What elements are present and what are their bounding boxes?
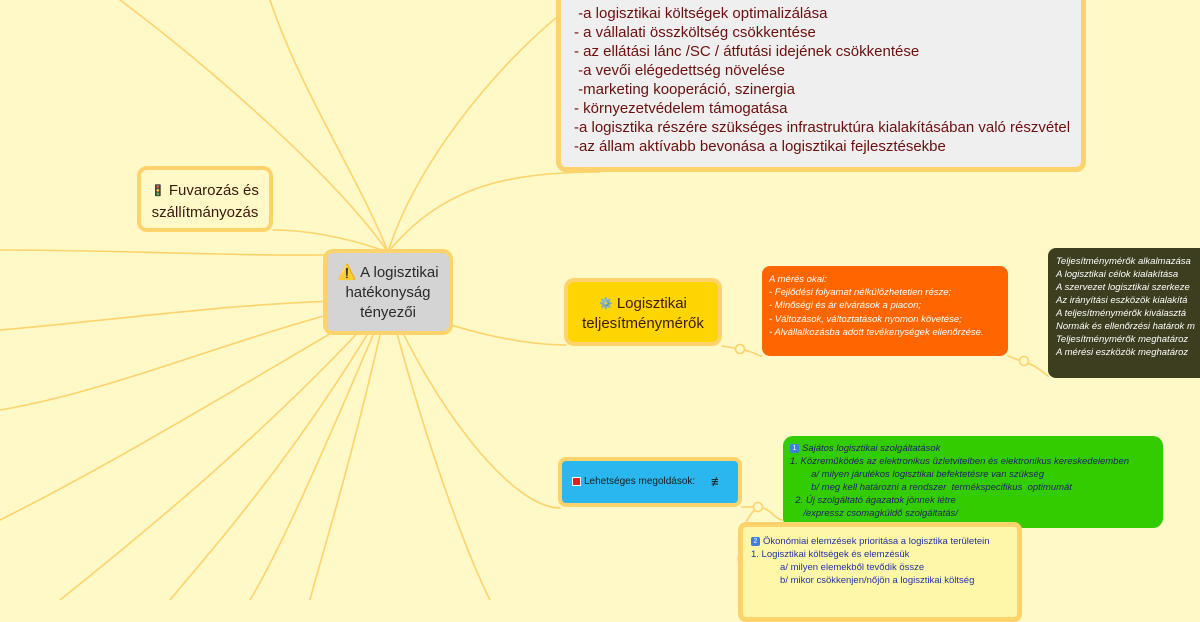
note-icon[interactable]: ≢ xyxy=(711,474,724,489)
warning-icon: ⚠️ xyxy=(337,264,357,282)
goal-line: -a logisztika részére szükséges infrastr… xyxy=(574,119,1071,136)
collapse-handle-lm xyxy=(752,501,764,513)
tm-line-1: teljesítménymérők xyxy=(582,315,704,333)
fuvarozas-node[interactable]: 🚦Fuvarozás és szállítmányozás xyxy=(137,166,273,232)
number-badge-icon: 1 xyxy=(790,443,799,453)
fuvar-line-1: szállítmányozás xyxy=(151,203,259,221)
sajatos-line: Sajátos logisztikai szolgáltatások xyxy=(802,443,941,454)
red-square-icon xyxy=(572,476,581,486)
okon-line: Ökonómiai elemzések prioritása a logiszt… xyxy=(763,536,990,547)
sajatos-line: a/ milyen járulékos logisztikai befektet… xyxy=(790,469,1044,480)
okon-line: 1. Logisztikai költségek és elemzésük xyxy=(751,549,910,560)
alk-line: Teljesítménymérők alkalmazása xyxy=(1056,256,1191,267)
alk-line: Az irányítási eszközök kialakítá xyxy=(1056,295,1188,306)
goal-line: -az állam aktívabb bevonása a logisztika… xyxy=(574,138,946,155)
meres-okai-node[interactable]: A mérés okai: - Fejlődési folyamat nélkü… xyxy=(762,266,1008,356)
traffic-light-icon: 🚦 xyxy=(151,184,165,197)
meres-line: - Változások, változtatások nyomon követ… xyxy=(769,313,962,325)
goal-line: -a logisztikai költségek optimalizálása xyxy=(574,5,828,22)
sajatos-line: 1. Közreműködés az elektronikus üzletvit… xyxy=(790,456,1130,467)
tm-line-0: Logisztikai xyxy=(616,295,687,312)
meres-line: - Fejlődési folyamat nélkülözhetetlen ré… xyxy=(769,287,952,299)
alk-line: A mérési eszközök meghatároz xyxy=(1056,347,1189,358)
collapse-handle-tm xyxy=(734,343,746,355)
central-line-0: A logisztikai xyxy=(360,264,439,281)
alk-line: A szervezet logisztikai szerkeze xyxy=(1056,282,1190,293)
collapse-handle-meres xyxy=(1018,355,1030,367)
lehetseges-megoldasok-node[interactable]: Lehetséges megoldások: ≢ xyxy=(558,457,742,507)
meres-line: - Alvállalkozásba adott tevékenységek el… xyxy=(769,326,984,338)
number-badge-icon: 2 xyxy=(751,536,760,546)
goal-line: -marketing kooperáció, szinergia xyxy=(574,81,795,98)
goal-line: - környezetvédelem támogatása xyxy=(574,100,788,117)
sajatos-line: b/ meg kell határozni a rendszer terméks… xyxy=(790,482,1072,493)
goal-line: - a vállalati összköltség csökkentése xyxy=(574,24,816,41)
gear-icon: ⚙️ xyxy=(599,298,613,311)
meres-line: - Minőségi és ár elvárások a piacon; xyxy=(769,300,922,312)
goal-line: - az ellátási lánc /SC / átfutási idején… xyxy=(574,43,920,60)
lehetseges-label: Lehetséges megoldások: xyxy=(584,476,696,487)
alkalmazas-node[interactable]: Teljesítménymérők alkalmazása A logiszti… xyxy=(1048,248,1200,378)
teljesitmenymerok-node[interactable]: ⚙️Logisztikai teljesítménymérők xyxy=(564,278,722,346)
goal-line: -a vevői elégedettség növelése xyxy=(574,62,785,79)
sajatos-line: /expressz csomagküldő szolgáltatás/ xyxy=(790,508,958,519)
meres-line: A mérés okai: xyxy=(769,274,827,285)
goals-node[interactable]: -a logisztikai költségek optimalizálása … xyxy=(556,0,1086,172)
central-topic-node[interactable]: ⚠️A logisztikai hatékonyság tényezői xyxy=(323,249,453,335)
central-line-2: tényezői xyxy=(360,304,416,322)
alk-line: Normák és ellenőrzési határok m xyxy=(1056,321,1195,332)
alk-line: A teljesítménymérők kiválasztá xyxy=(1056,308,1187,319)
alk-line: Teljesítménymérők meghatároz xyxy=(1056,334,1189,345)
fuvar-line-0: Fuvarozás és xyxy=(168,182,259,199)
sajatos-line: 2. Új szolgáltató ágazatok jönnek létre xyxy=(790,495,956,506)
central-line-1: hatékonyság xyxy=(345,284,431,302)
okon-line: b/ mikor csökkenjen/nőjön a logisztikai … xyxy=(751,575,975,586)
alk-line: A logisztikai célok kialakítása xyxy=(1056,269,1179,280)
okon-line: a/ milyen elemekből tevődik össze xyxy=(751,562,925,573)
